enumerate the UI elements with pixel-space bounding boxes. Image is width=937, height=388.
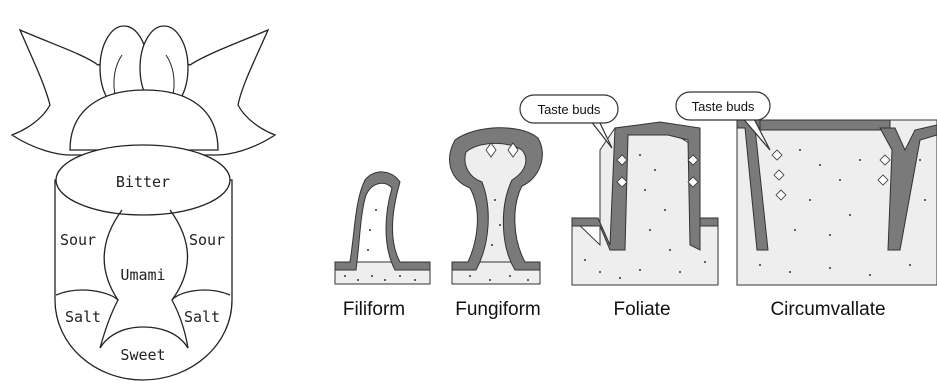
salt-left-label: Salt: [65, 308, 101, 326]
foliate-label: Foliate: [613, 299, 670, 320]
sweet-label: Sweet: [120, 346, 165, 364]
filiform-label: Filiform: [343, 299, 405, 320]
salt-right-label: Salt: [184, 308, 220, 326]
callout-text: Taste buds: [538, 102, 601, 117]
bitter-label: Bitter: [116, 173, 170, 191]
circumvallate-label: Circumvallate: [770, 299, 885, 320]
sour-right-label: Sour: [189, 231, 225, 249]
filiform-papilla: [335, 172, 430, 284]
foliate-papilla: [572, 122, 718, 285]
sour-left-label: Sour: [60, 231, 96, 249]
circumvallate-top: [760, 120, 890, 130]
fungiform-core: [461, 135, 532, 262]
filiform-epithelium: [335, 172, 430, 270]
fungiform-label: Fungiform: [455, 299, 541, 320]
tongue-map: Bitter Sour Sour Umami Salt Salt Sweet: [12, 26, 275, 380]
foliate-epithelium-right: [700, 218, 718, 226]
callout-text: Taste buds: [692, 99, 755, 114]
umami-label: Umami: [120, 266, 165, 284]
fungiform-papilla: [450, 128, 543, 284]
papillae-diagram: Taste buds Taste buds Filiform Fungiform…: [335, 92, 937, 320]
